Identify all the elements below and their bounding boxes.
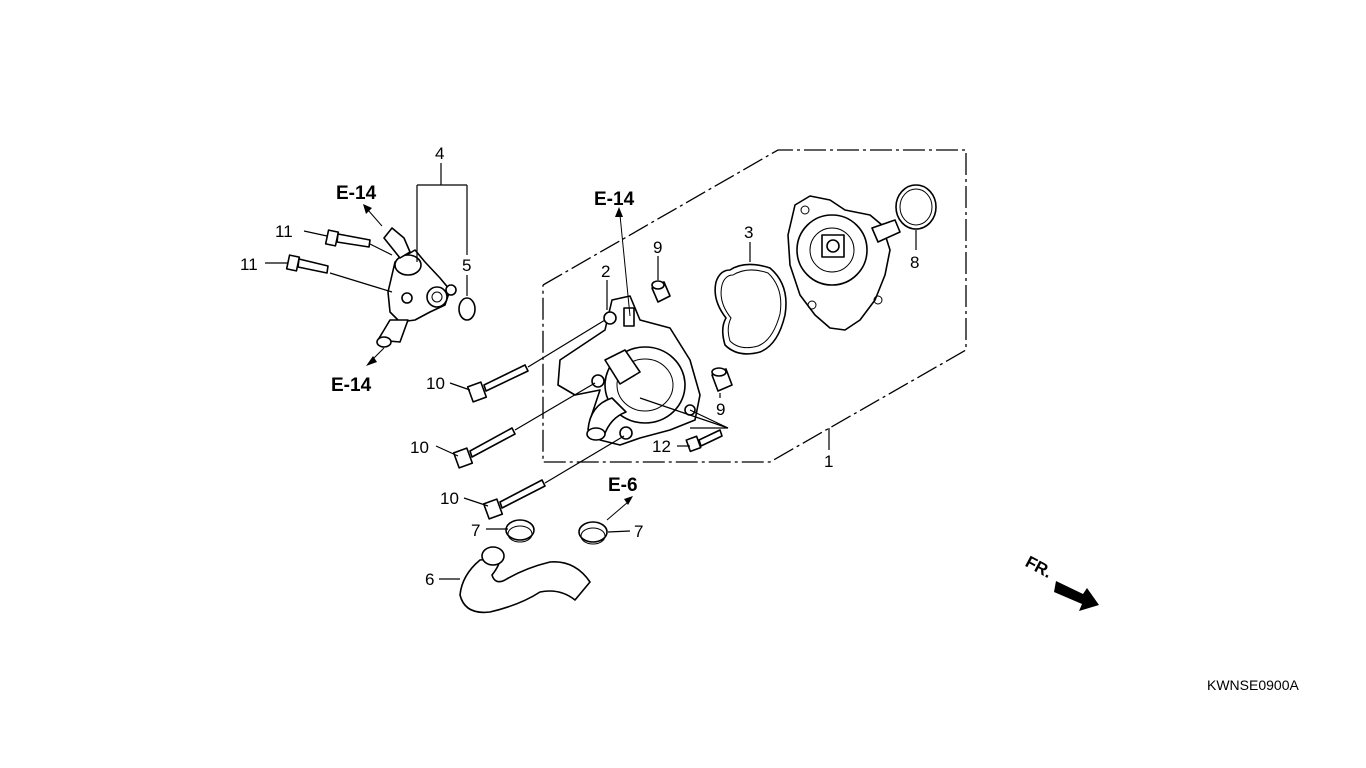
bolt-10-c <box>482 479 546 520</box>
joint-housing-4 <box>376 227 457 348</box>
front-direction-arrow <box>1054 581 1099 611</box>
callout-12: 12 <box>652 437 671 456</box>
dowel-pin-9-upper <box>651 280 671 303</box>
ref-e14-center: E-14 <box>594 189 635 210</box>
bolt-11-lower <box>285 254 329 274</box>
leader-lines <box>265 163 917 580</box>
bolt-10-b <box>452 427 516 469</box>
reference-labels: E-14 E-14 E-14 E-6 <box>331 183 638 496</box>
callout-11-lower: 11 <box>240 255 258 274</box>
callout-10-b: 10 <box>410 438 429 457</box>
callout-7-right: 7 <box>634 522 643 541</box>
callout-3: 3 <box>744 223 753 242</box>
hose-clamp-7-right <box>578 521 608 545</box>
callout-10-c: 10 <box>440 489 459 508</box>
callout-numbers: 1 2 3 4 5 6 7 7 8 9 9 10 10 10 11 11 12 <box>240 144 919 589</box>
diagram-code: KWNSE0900A <box>1207 677 1299 693</box>
dowel-pin-9-lower <box>711 367 733 392</box>
callout-1: 1 <box>824 452 833 471</box>
callout-9-upper: 9 <box>653 238 662 257</box>
o-ring-8 <box>895 184 937 230</box>
ref-e14-top-left: E-14 <box>336 183 377 204</box>
callout-10-a: 10 <box>426 374 445 393</box>
water-pump-body <box>787 195 901 331</box>
callout-7-left: 7 <box>471 521 480 540</box>
ref-e14-bottom-left: E-14 <box>331 375 372 396</box>
arrowheads <box>363 204 633 505</box>
bolt-10-a <box>466 364 529 403</box>
bolt-12 <box>685 429 723 453</box>
hose-clamp-7-left <box>505 519 535 543</box>
callout-6: 6 <box>425 570 434 589</box>
callout-11-upper: 11 <box>275 222 293 241</box>
callout-8: 8 <box>910 253 919 272</box>
callout-9-lower: 9 <box>716 400 725 419</box>
bolt-11-upper <box>324 229 371 248</box>
o-ring-5 <box>458 297 476 321</box>
callout-5: 5 <box>462 256 471 275</box>
callout-4: 4 <box>435 144 444 163</box>
front-direction-label: FR. <box>1022 552 1055 582</box>
gasket-3 <box>714 263 787 355</box>
water-hose-6 <box>459 546 591 614</box>
assembly-boundary <box>542 149 967 463</box>
callout-2: 2 <box>601 262 610 281</box>
ref-e6: E-6 <box>608 475 638 496</box>
water-pump-cover <box>557 295 701 446</box>
